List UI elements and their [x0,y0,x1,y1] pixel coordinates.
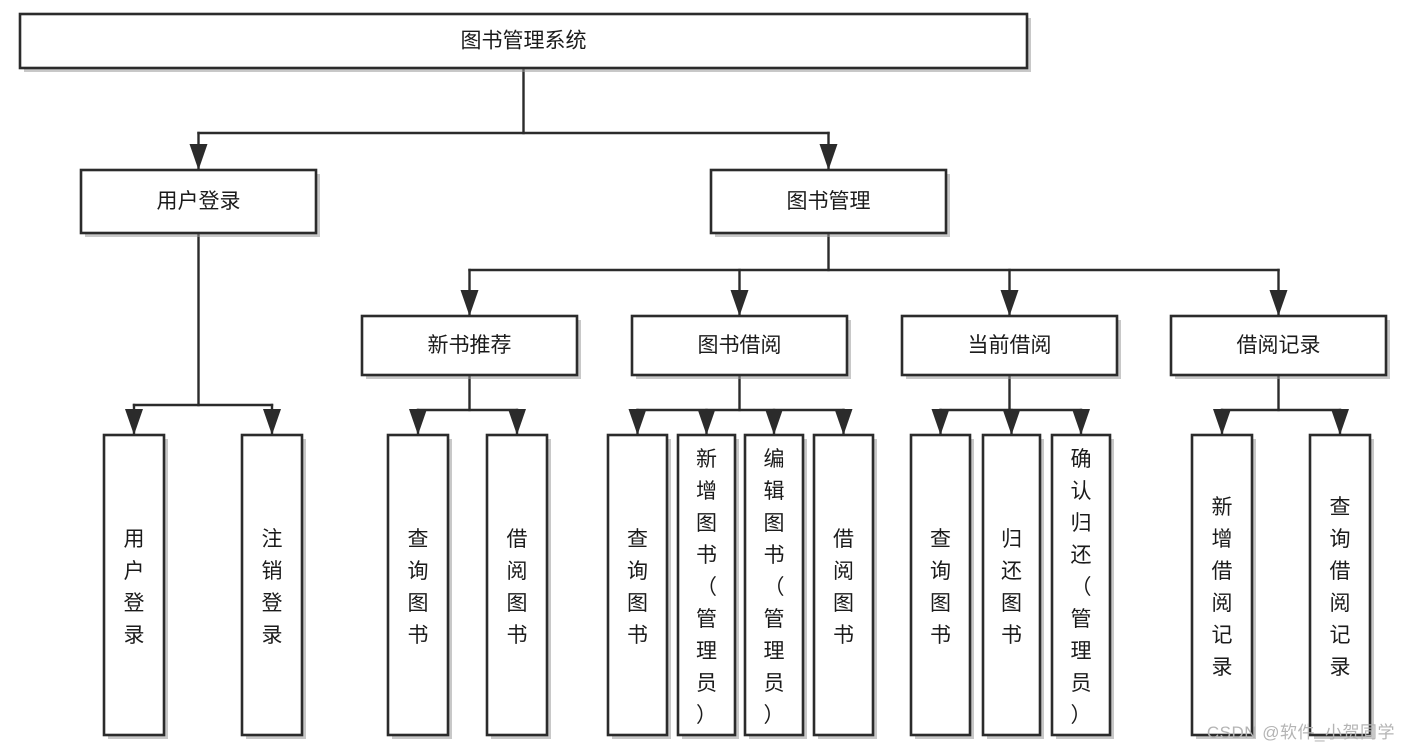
node-box[interactable] [386,433,450,737]
edges-layer [125,66,1349,437]
node-box[interactable] [630,314,849,377]
node-leaf-query-book-1[interactable]: 查询图书 [386,433,452,739]
arrow-head-icon [697,409,716,435]
node-leaf-query-borrow-record[interactable]: 查询借阅记录 [1308,433,1374,739]
node-user-login[interactable]: 用户登录 [79,168,320,237]
node-borrow-record[interactable]: 借阅记录 [1169,314,1390,379]
node-box[interactable] [18,12,1029,70]
node-label: 借阅图书 [833,528,854,647]
node-leaf-borrow-book-1[interactable]: 借阅图书 [485,433,551,739]
node-label: 查询借阅记录 [1330,496,1351,679]
arrow-head-icon [1331,409,1349,435]
node-book-management[interactable]: 图书管理 [709,168,950,237]
node-box[interactable] [812,433,875,737]
node-leaf-return-book[interactable]: 归还图书 [981,433,1044,739]
node-label: 用户登录 [157,190,241,213]
node-label: 注销登录 [262,528,283,647]
node-label: 查询图书 [408,528,429,647]
arrow-head-icon [508,409,526,435]
node-box[interactable] [1050,433,1112,737]
node-leaf-user-login[interactable]: 用户登录 [102,433,168,739]
node-box[interactable] [709,168,948,235]
node-leaf-borrow-book-2[interactable]: 借阅图书 [812,433,877,739]
node-current-borrow[interactable]: 当前借阅 [900,314,1121,379]
arrow-head-icon [730,290,749,316]
arrow-head-icon [628,409,647,435]
nodes-layer: 图书管理系统用户登录用户登录注销登录图书管理新书推荐查询图书借阅图书图书借阅查询… [18,12,1390,739]
node-leaf-add-borrow-record[interactable]: 新增借阅记录 [1190,433,1256,739]
node-box[interactable] [743,433,805,737]
node-box[interactable] [485,433,549,737]
node-label: 图书管理系统 [461,30,587,53]
node-box[interactable] [1169,314,1388,377]
watermark-text: CSDN @软件_小贺同学 [1206,723,1395,742]
node-box[interactable] [909,433,972,737]
node-book-borrow[interactable]: 图书借阅 [630,314,851,379]
node-label: 新书推荐 [428,334,512,357]
arrow-head-icon [1213,409,1231,435]
node-box[interactable] [102,433,166,737]
node-label: 新增图书（管理员） [696,448,717,727]
node-label: 图书管理 [787,190,871,213]
node-box[interactable] [240,433,304,737]
node-leaf-query-book-2[interactable]: 查询图书 [606,433,671,739]
node-box[interactable] [360,314,579,377]
arrow-head-icon [834,409,853,435]
arrow-head-icon [1072,409,1090,435]
arrow-head-icon [409,409,427,435]
node-leaf-edit-book-admin[interactable]: 编辑图书（管理员） [743,433,807,739]
arrow-head-icon [1269,290,1288,316]
node-label: 查询图书 [627,528,648,647]
arrow-head-icon [263,409,281,435]
node-box[interactable] [79,168,318,235]
node-leaf-query-book-3[interactable]: 查询图书 [909,433,974,739]
arrow-head-icon [125,409,143,435]
arrow-head-icon [1002,409,1021,435]
node-box[interactable] [900,314,1119,377]
node-label: 查询图书 [930,528,951,647]
node-leaf-confirm-return-admin[interactable]: 确认归还（管理员） [1050,433,1114,739]
arrow-head-icon [819,144,838,170]
node-box[interactable] [676,433,737,737]
node-label: 用户登录 [124,528,145,647]
node-label: 借阅记录 [1237,334,1321,357]
node-label: 当前借阅 [968,334,1052,357]
node-label: 归还图书 [1001,528,1022,647]
node-label: 确认归还（管理员） [1071,448,1092,727]
node-root[interactable]: 图书管理系统 [18,12,1031,72]
node-box[interactable] [1308,433,1372,737]
node-leaf-user-logout[interactable]: 注销登录 [240,433,306,739]
node-box[interactable] [606,433,669,737]
node-leaf-add-book-admin[interactable]: 新增图书（管理员） [676,433,739,739]
arrow-head-icon [460,290,479,316]
arrow-head-icon [931,409,950,435]
arrow-head-icon [1000,290,1019,316]
node-label: 借阅图书 [507,528,528,647]
node-label: 图书借阅 [698,334,782,357]
arrow-head-icon [765,409,783,435]
node-box[interactable] [1190,433,1254,737]
node-label: 编辑图书（管理员） [764,448,785,727]
node-new-book-recommend[interactable]: 新书推荐 [360,314,581,379]
arrow-head-icon [189,144,208,170]
node-label: 新增借阅记录 [1212,496,1233,679]
node-box[interactable] [981,433,1042,737]
